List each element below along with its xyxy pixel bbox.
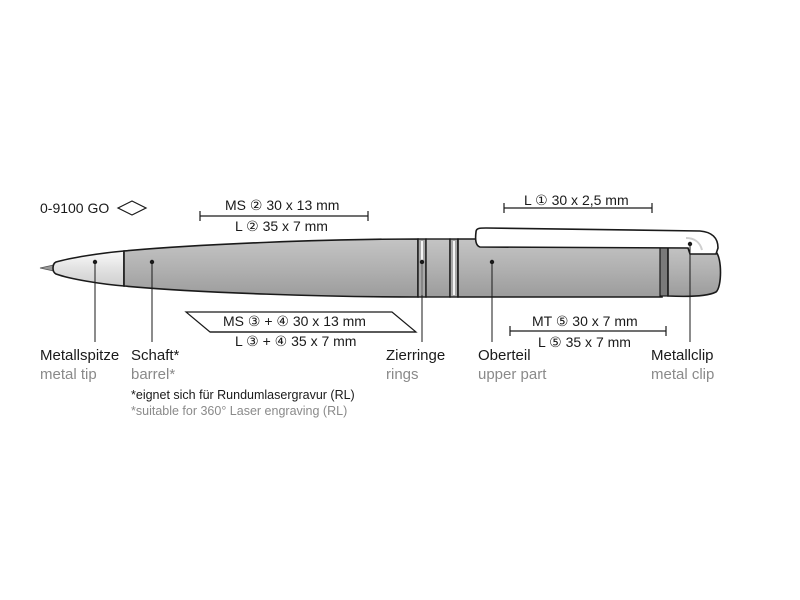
dim-barrel-ms-top: MS ② 30 x 13 mm [225, 197, 340, 213]
engraving-note-de: *eignet sich für Rundumlasergravur (RL) [131, 388, 355, 402]
label-rings-en: rings [386, 366, 419, 383]
label-rings-de: Zierringe [386, 347, 446, 364]
metal-tip-shape [52, 250, 125, 287]
label-barrel-en: barrel* [131, 366, 176, 383]
leader-metal-tip [92, 259, 98, 342]
dim-barrel-l-top: L ② 35 x 7 mm [235, 218, 328, 234]
barrel-shape [123, 238, 419, 298]
dim-line-clip-top [503, 203, 653, 213]
label-upper-part-en: upper part [478, 366, 547, 383]
dim-line-barrel-top [199, 211, 369, 221]
dim-clip-top: L ① 30 x 2,5 mm [524, 192, 629, 208]
leader-rings [419, 259, 425, 342]
label-metal-clip-de: Metallclip [651, 347, 714, 364]
label-metal-tip-de: Metallspitze [40, 347, 120, 364]
ring-band-2 [425, 238, 451, 298]
dim-upper-l: L ⑤ 35 x 7 mm [538, 334, 631, 350]
leader-upper-part [489, 259, 495, 342]
engraving-note-en: *suitable for 360° Laser engraving (RL) [131, 404, 348, 418]
dim-line-upper [509, 326, 667, 336]
dim-upper-mt: MT ⑤ 30 x 7 mm [532, 313, 638, 329]
dim-barrel-l-bottom: L ③ + ④ 35 x 7 mm [235, 333, 357, 349]
dim-barrel-ms-bottom: MS ③ + ④ 30 x 13 mm [223, 313, 366, 329]
label-metal-clip-en: metal clip [651, 366, 715, 383]
leader-metal-clip [687, 241, 693, 342]
upper-ring [659, 245, 669, 297]
leader-barrel [149, 259, 155, 342]
label-upper-part-de: Oberteil [478, 347, 531, 364]
label-barrel-de: Schaft* [131, 347, 180, 364]
model-number: 0-9100 GO [40, 200, 110, 216]
clip-shape [474, 227, 719, 255]
diamond-icon [116, 200, 148, 216]
clip-end-highlight [685, 237, 703, 251]
dim-wrap-barrel-bottom [184, 311, 418, 333]
label-metal-tip-en: metal tip [40, 366, 97, 383]
